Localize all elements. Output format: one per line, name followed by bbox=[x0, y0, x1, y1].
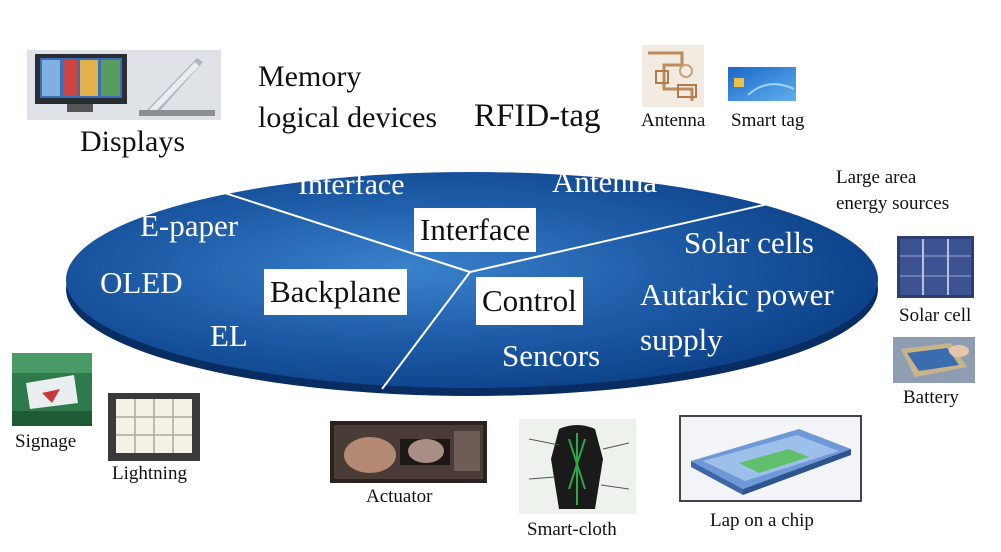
lightning-image bbox=[108, 393, 200, 461]
autarkic-label-1: Autarkic power bbox=[640, 277, 834, 312]
lab-chip-label: Lap on a chip bbox=[710, 510, 814, 531]
solar-cell-image bbox=[897, 236, 974, 298]
energy-sources-label: energy sources bbox=[836, 193, 950, 214]
autarkic-label-2: supply bbox=[640, 322, 723, 357]
smart-tag-image bbox=[728, 67, 796, 101]
displays-label: Displays bbox=[80, 125, 185, 158]
rfid-label: RFID-tag bbox=[474, 98, 601, 134]
smart-cloth-label: Smart-cloth bbox=[527, 519, 617, 540]
solar-cells-label: Solar cells bbox=[684, 225, 814, 260]
control-box: Control bbox=[476, 277, 583, 325]
sensors-label: Sencors bbox=[502, 338, 601, 373]
lab-chip-image bbox=[679, 415, 862, 502]
interface-box: Interface bbox=[414, 208, 537, 252]
smart-cloth-image bbox=[519, 419, 636, 514]
divider-bottom bbox=[381, 271, 471, 390]
large-area-label: Large area bbox=[836, 167, 917, 188]
oled-label: OLED bbox=[100, 265, 183, 300]
battery-image bbox=[893, 337, 975, 383]
antenna-img-label: Antenna bbox=[641, 110, 706, 131]
backplane-box: Backplane bbox=[264, 269, 407, 315]
signage-image bbox=[12, 353, 92, 426]
el-label: EL bbox=[210, 318, 248, 353]
battery-label: Battery bbox=[903, 387, 959, 408]
epaper-label: E-paper bbox=[140, 208, 239, 243]
actuator-image bbox=[330, 421, 487, 483]
interface-top-label: Interface bbox=[298, 168, 405, 201]
displays-image bbox=[27, 50, 221, 120]
divider-left bbox=[202, 185, 471, 273]
lightning-label: Lightning bbox=[112, 463, 187, 484]
memory-label: Memory bbox=[258, 60, 362, 93]
solar-cell-label: Solar cell bbox=[899, 305, 972, 326]
divider-right bbox=[469, 198, 791, 273]
antenna-label: Antenna bbox=[552, 164, 658, 199]
smart-tag-label: Smart tag bbox=[731, 110, 805, 131]
actuator-label: Actuator bbox=[366, 486, 433, 507]
signage-label: Signage bbox=[15, 431, 77, 452]
logical-devices-label: logical devices bbox=[258, 101, 438, 134]
antenna-image bbox=[642, 45, 704, 107]
